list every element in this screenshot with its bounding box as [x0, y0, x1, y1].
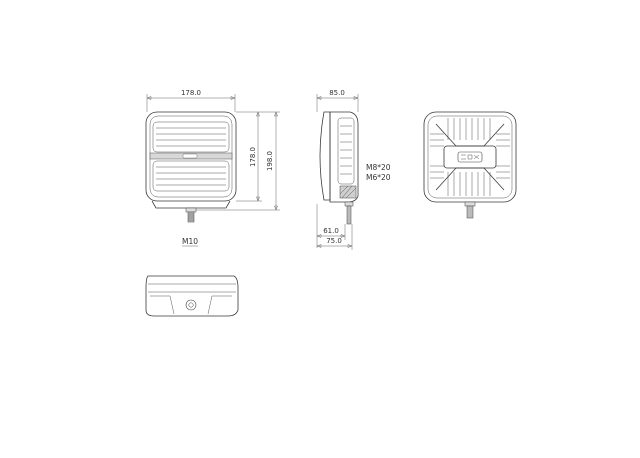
side-lens-profile	[319, 111, 331, 201]
back-inner-frame	[427, 115, 513, 199]
front-height-dimension: 178.0	[236, 111, 262, 202]
back-mount-bolt	[464, 201, 476, 219]
front-lens-upper	[152, 121, 230, 153]
front-housing-outline	[145, 111, 237, 202]
thread-label: M10	[182, 237, 198, 246]
back-fins-bottom	[447, 172, 491, 196]
bottom-mount-nut	[185, 299, 197, 311]
front-width-dimension: 178.0	[146, 89, 236, 112]
side-depth-label: 85.0	[329, 89, 345, 97]
back-view	[423, 111, 517, 219]
back-fins-top	[447, 118, 491, 140]
side-mount-dimension-a: 61.0	[316, 204, 346, 248]
front-thread-callout: M10	[182, 237, 198, 247]
side-mount-dim-b-label: 75.0	[326, 237, 342, 245]
front-view: 178.0 M10	[145, 89, 280, 247]
front-mount-bolt	[185, 207, 197, 223]
front-lens-lower	[152, 160, 230, 192]
bottom-view	[145, 275, 239, 317]
side-mount-dimension-b: 75.0	[316, 224, 353, 250]
back-logo-badge	[457, 151, 483, 163]
front-logo-badge	[182, 153, 198, 159]
screw-label-m6: M6*20	[366, 173, 391, 182]
front-overall-height-dimension: 198.0	[196, 111, 280, 211]
front-base	[151, 200, 231, 209]
bottom-housing-outline	[145, 275, 239, 317]
side-view: 85.0 M8*20 M6*20 61	[316, 89, 391, 250]
side-cooling-fins	[337, 117, 355, 185]
front-overall-height-label: 198.0	[266, 151, 274, 171]
bottom-side-feet	[150, 295, 232, 315]
back-center-plate	[443, 145, 497, 169]
side-mount-bolt	[344, 201, 354, 225]
front-height-label: 178.0	[249, 147, 257, 167]
front-width-label: 178.0	[181, 89, 201, 97]
side-depth-dimension: 85.0	[316, 89, 359, 112]
back-logo-mark	[461, 154, 480, 160]
back-fins-sides	[430, 133, 510, 179]
screw-label-m8: M8*20	[366, 163, 391, 172]
side-mount-dim-a-label: 61.0	[323, 227, 339, 235]
